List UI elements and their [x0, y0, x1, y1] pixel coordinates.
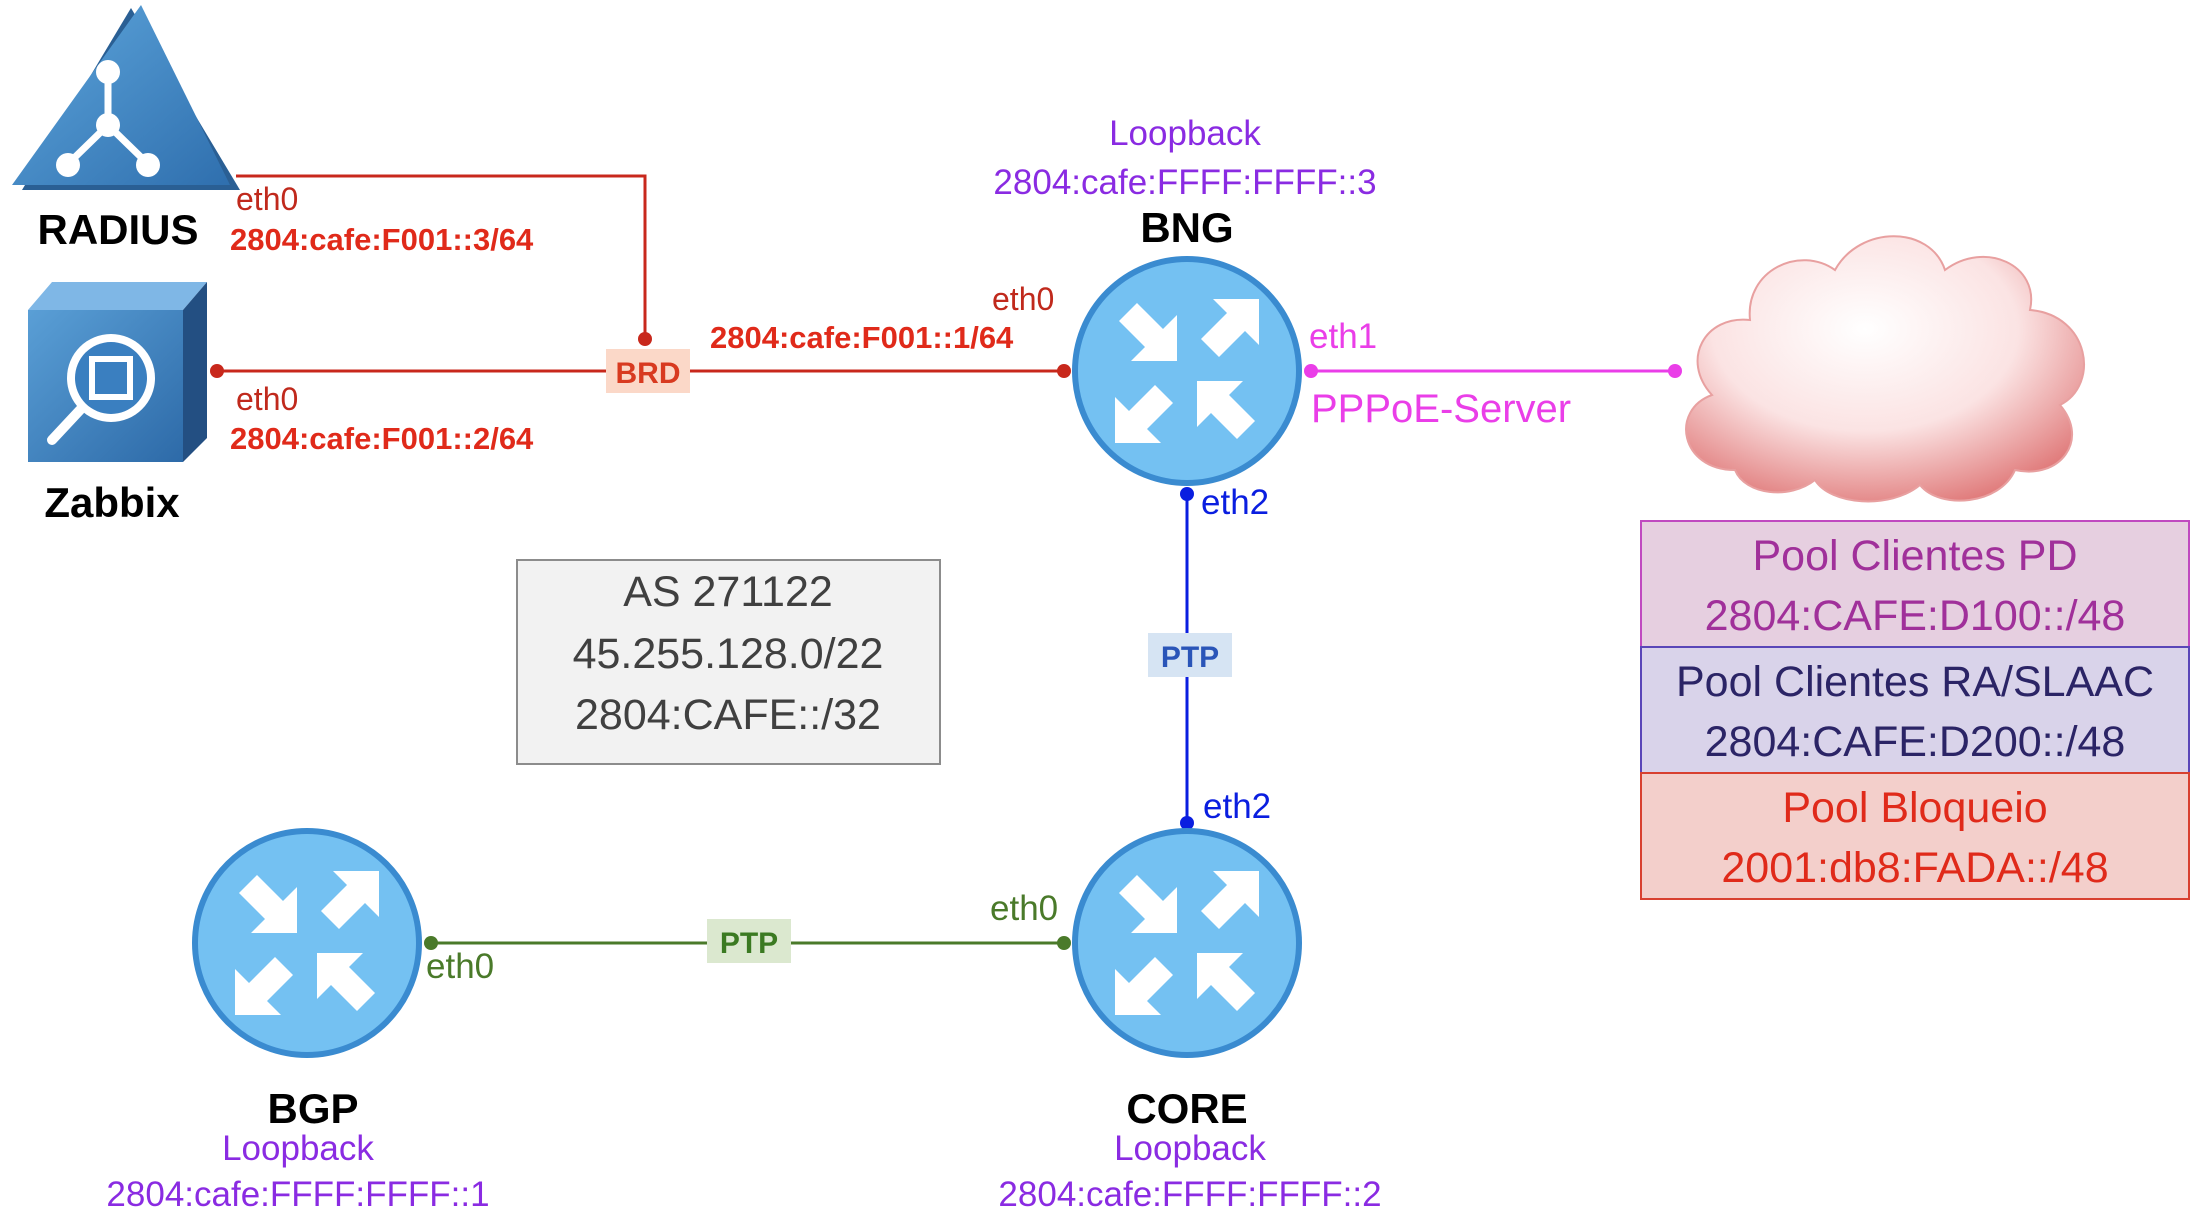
core-eth0-endpoint [1057, 936, 1071, 950]
zabbix-iface: eth0 [236, 381, 298, 417]
router-arrow [1201, 871, 1259, 929]
bng-eth2-endpoint [1180, 487, 1194, 501]
router-arrow [1115, 385, 1173, 443]
router-arrow [1119, 303, 1177, 361]
pool-pd-box [1640, 520, 2190, 648]
bng-eth2: eth2 [1201, 483, 1269, 522]
as-ipv6-prefix: 2804:CAFE::/32 [575, 691, 881, 739]
router-arrow [1119, 875, 1177, 933]
router-arrow [239, 875, 297, 933]
pool-ra-prefix: 2804:CAFE:D200::/48 [1705, 718, 2126, 766]
router-arrow [1197, 953, 1255, 1011]
bng-eth0-endpoint [1057, 364, 1071, 378]
cloud-link-endpoint [1668, 364, 1682, 378]
ptp-bgp-core-tag-bg [707, 919, 791, 963]
bng-eth0: eth0 [992, 281, 1054, 317]
bng-router-icon [1072, 256, 1302, 486]
bng-eth1: eth1 [1309, 317, 1377, 356]
pool-block-box [1640, 772, 2190, 900]
router-arrow [321, 871, 379, 929]
pool-ra-box [1640, 646, 2190, 774]
bgp-label: BGP [267, 1085, 358, 1132]
as-box [516, 559, 941, 765]
pool-ra-name: Pool Clientes RA/SLAAC [1676, 658, 2154, 706]
ptp-bng-core-tag: PTP [1161, 641, 1219, 674]
router-arrow [1115, 957, 1173, 1015]
as-number: AS 271122 [623, 568, 833, 616]
core-eth2: eth2 [1203, 787, 1271, 826]
core-loopback-title: Loopback [1114, 1129, 1266, 1168]
core-eth2-endpoint [1180, 816, 1194, 830]
bng-loopback-addr: 2804:cafe:FFFF:FFFF::3 [993, 163, 1376, 202]
bgp-eth0: eth0 [426, 947, 494, 986]
cloud-icon [1685, 235, 2085, 503]
pool-block-name: Pool Bloqueio [1782, 784, 2047, 832]
radius-label: RADIUS [37, 206, 198, 253]
zabbix-cube-icon [28, 282, 207, 462]
router-arrow [235, 957, 293, 1015]
ptp-bng-core-tag-bg [1148, 633, 1232, 677]
as-ipv4-prefix: 45.255.128.0/22 [573, 630, 884, 678]
radius-triangle-icon [12, 5, 240, 190]
bng-loopback-title: Loopback [1109, 114, 1261, 153]
bgp-eth0-endpoint [424, 936, 438, 950]
zabbix-label: Zabbix [44, 479, 180, 526]
router-arrow [1197, 381, 1255, 439]
bgp-loopback-addr: 2804:cafe:FFFF:FFFF::1 [106, 1175, 489, 1214]
core-eth0: eth0 [990, 889, 1058, 928]
bng-label: BNG [1140, 204, 1233, 251]
bng-eth1-role: PPPoE-Server [1311, 387, 1571, 431]
radius-iface: eth0 [236, 181, 298, 217]
bgp-loopback-title: Loopback [222, 1129, 374, 1168]
ptp-bgp-core-tag: PTP [720, 927, 778, 960]
zabbix-link-endpoint [210, 364, 224, 378]
radius-link [236, 174, 647, 339]
brd-tag-bg [606, 349, 690, 393]
radius-link-endpoint [638, 332, 652, 346]
brd-tag: BRD [616, 357, 681, 390]
zabbix-addr: 2804:cafe:F001::2/64 [230, 421, 534, 456]
pool-block-prefix: 2001:db8:FADA::/48 [1721, 844, 2108, 892]
bgp-router-icon [192, 828, 422, 1058]
radius-addr: 2804:cafe:F001::3/64 [230, 222, 534, 257]
router-arrow [1201, 299, 1259, 357]
router-arrow [317, 953, 375, 1011]
core-label: CORE [1126, 1085, 1247, 1132]
core-loopback-addr: 2804:cafe:FFFF:FFFF::2 [998, 1175, 1381, 1214]
bng-eth1-endpoint [1304, 364, 1318, 378]
pool-pd-prefix: 2804:CAFE:D100::/48 [1705, 592, 2126, 640]
pool-pd-name: Pool Clientes PD [1752, 532, 2077, 580]
core-router-icon [1072, 828, 1302, 1058]
bng-eth0-addr: 2804:cafe:F001::1/64 [710, 320, 1014, 355]
